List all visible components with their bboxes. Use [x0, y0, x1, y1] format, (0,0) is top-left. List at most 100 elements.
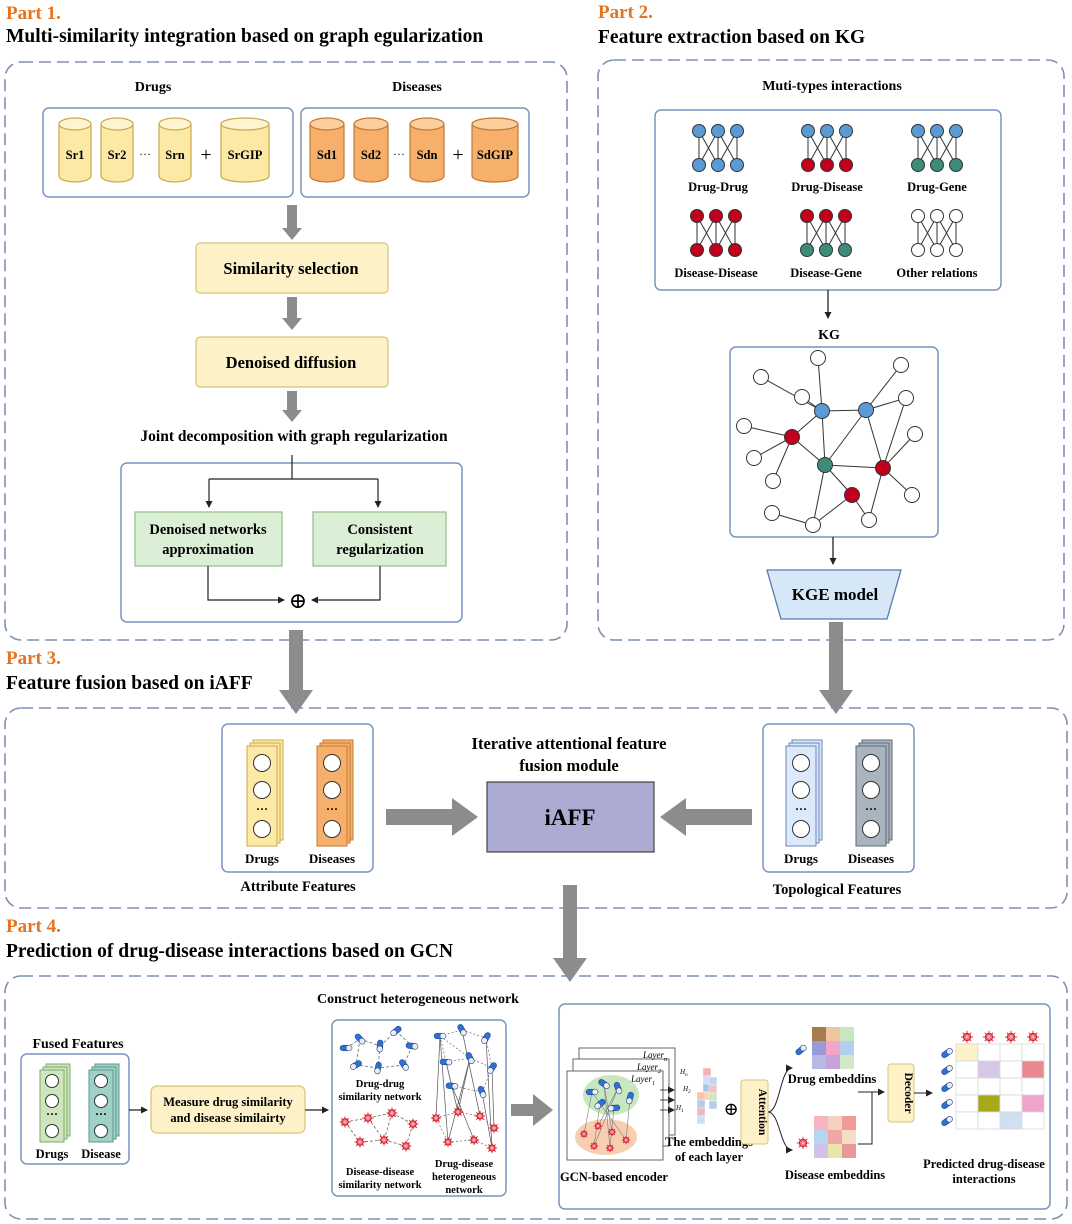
attention-label: Attention	[756, 1089, 768, 1136]
prediction-cell	[955, 1111, 979, 1130]
kg-node	[810, 350, 826, 366]
virus-body	[364, 1114, 372, 1122]
sketch-edge	[355, 1064, 379, 1069]
prediction-cell	[999, 1077, 1023, 1096]
sketch-edge	[435, 1117, 449, 1143]
pill-icon	[399, 1059, 409, 1071]
pill-half	[946, 1082, 953, 1089]
kg-node	[893, 357, 909, 373]
disease-embedding-cell	[814, 1116, 828, 1130]
part3-label: Part 3.	[6, 648, 61, 669]
disease-gip-label: SdGIP	[477, 148, 513, 162]
prediction-cell	[1021, 1060, 1045, 1079]
node	[711, 124, 725, 138]
virus-body	[380, 1136, 388, 1144]
pill-icon	[376, 1039, 384, 1053]
disease-embedding-cell	[828, 1144, 842, 1158]
plus-sign: +	[452, 144, 463, 166]
drug-sim-label: Sr1	[66, 148, 85, 162]
node	[728, 243, 742, 257]
kg-edge	[865, 364, 902, 411]
kg-edge	[821, 410, 826, 466]
virus-icon	[589, 1141, 599, 1151]
ellipsis: ···	[46, 1107, 58, 1121]
denoised-networks-box	[134, 511, 283, 567]
pill-half	[480, 1091, 487, 1098]
kge-model-box	[766, 569, 902, 620]
layer-label: Layer2	[636, 1062, 661, 1075]
kg-node	[844, 487, 860, 503]
pill-half	[460, 1029, 467, 1036]
node	[709, 243, 723, 257]
virus-icon	[1004, 1030, 1018, 1044]
drug-embedding-cell	[840, 1041, 854, 1055]
network-sketches	[339, 1024, 500, 1154]
feature-node	[94, 1124, 108, 1138]
virus-body	[488, 1144, 496, 1152]
virus-body	[984, 1032, 994, 1042]
ellipsis: ···	[795, 802, 807, 816]
virus-body	[409, 1120, 417, 1128]
sketch-edge	[379, 1030, 397, 1047]
virus-body	[609, 1129, 615, 1135]
sketch-edge	[377, 1064, 405, 1069]
pill-half	[594, 1102, 601, 1110]
disease-embedding-cell	[842, 1116, 856, 1130]
fused-features-label: Fused Features	[32, 1037, 124, 1052]
pill-icon	[613, 1081, 623, 1095]
embedding-cell	[696, 1091, 706, 1101]
disease-disease-net-2: similarity network	[338, 1180, 421, 1191]
node	[930, 243, 944, 257]
pill-half	[615, 1087, 623, 1095]
pill-half	[345, 1044, 353, 1052]
prediction-cell	[977, 1077, 1001, 1096]
sketch-edge	[395, 1030, 413, 1047]
part1-label: Part 1.	[6, 3, 61, 24]
module-title-1: Iterative attentional feature	[472, 734, 667, 753]
fused-drug-stack: ···	[39, 1063, 71, 1143]
pill-half	[358, 1037, 366, 1045]
pill-icon	[607, 1104, 621, 1112]
node	[692, 158, 706, 172]
topological-drug-stack: ···	[785, 739, 823, 847]
virus-body	[607, 1145, 613, 1151]
prediction-cell	[1021, 1111, 1045, 1130]
sketch-edge	[391, 1112, 414, 1125]
iaff-box	[486, 781, 655, 853]
sketch-edge	[435, 1035, 441, 1119]
node	[690, 209, 704, 223]
part4-section: Part 4. Prediction of drug-disease inter…	[4, 916, 1068, 1220]
virus-body	[476, 1112, 484, 1120]
node	[801, 124, 815, 138]
node	[730, 124, 744, 138]
gcn-encoder-label: GCN-based encoder	[560, 1170, 668, 1184]
sketch-edge	[457, 1057, 471, 1113]
pill-half	[607, 1105, 615, 1112]
connector-arrow	[767, 1064, 793, 1113]
drug-embedding-cell	[812, 1041, 826, 1055]
virus-body	[595, 1123, 601, 1129]
diseases-label: Diseases	[309, 851, 355, 866]
sketch-edge	[439, 1035, 447, 1063]
virus-icon	[407, 1118, 419, 1130]
node	[949, 209, 963, 223]
disease-disease-net-1: Disease-disease	[346, 1167, 415, 1178]
part1-title: Multi-similarity integration based on gr…	[6, 26, 483, 47]
connector-arrow	[767, 1111, 793, 1154]
pill-half	[402, 1064, 409, 1071]
pill-icon	[445, 1082, 459, 1090]
gcn-graph	[579, 1079, 675, 1153]
prediction-cell	[955, 1077, 979, 1096]
kg-edge	[824, 464, 884, 469]
drug-drug-net-2: similarity network	[338, 1092, 421, 1103]
gcn-edge	[603, 1083, 611, 1149]
virus-icon	[400, 1140, 412, 1152]
feature-node	[862, 781, 880, 799]
attribute-disease-stack: ···	[316, 739, 354, 847]
pill-half	[445, 1059, 453, 1066]
virus-body	[388, 1109, 396, 1117]
node	[838, 243, 852, 257]
consistent-regularization-box	[312, 511, 447, 567]
prediction-cell	[955, 1060, 979, 1079]
sketch-edge	[367, 1117, 385, 1141]
